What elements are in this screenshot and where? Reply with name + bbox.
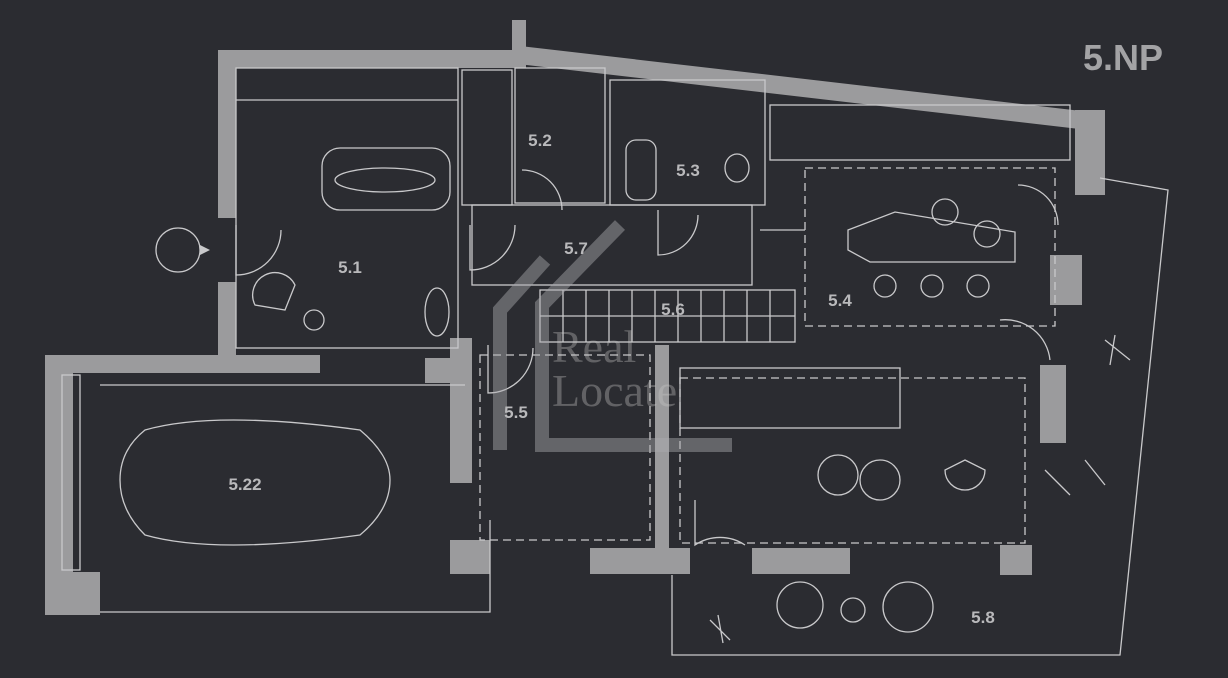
room-label-5-8: 5.8 bbox=[971, 608, 995, 627]
room-label-5-4: 5.4 bbox=[828, 291, 852, 310]
plan-lines bbox=[61, 67, 1169, 656]
watermark-line-1: Real bbox=[552, 321, 637, 372]
room-label-5-2: 5.2 bbox=[528, 131, 552, 150]
room-label-5-22: 5.22 bbox=[228, 475, 262, 494]
entrance-arrow-icon bbox=[200, 245, 210, 255]
room-label-5-3: 5.3 bbox=[676, 161, 700, 180]
watermark-logo-icon bbox=[493, 220, 732, 452]
watermark-line-2: Locate bbox=[552, 365, 678, 416]
floor-label: 5.NP bbox=[1082, 37, 1164, 78]
watermark: Real Locate bbox=[552, 321, 678, 416]
walls bbox=[45, 20, 1105, 615]
room-label-5-6: 5.6 bbox=[661, 300, 685, 319]
room-label-5-7: 5.7 bbox=[564, 239, 588, 258]
room-label-5-5: 5.5 bbox=[504, 403, 528, 422]
room-label-5-1: 5.1 bbox=[338, 258, 362, 277]
